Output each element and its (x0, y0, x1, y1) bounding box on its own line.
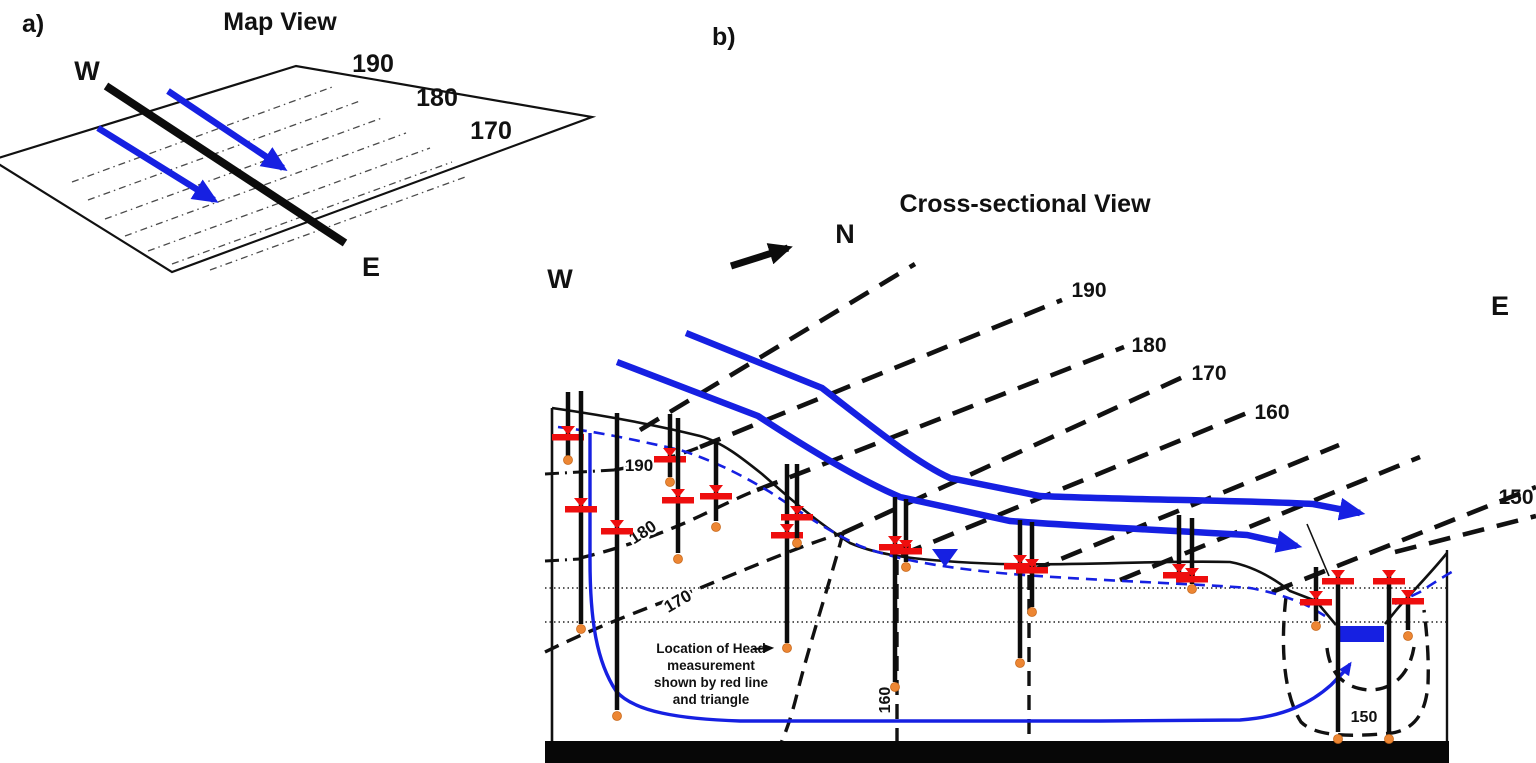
well (601, 413, 633, 721)
well-bottom-dot-icon (1027, 607, 1037, 617)
well (1300, 567, 1332, 631)
flow-line-deep (588, 433, 1352, 723)
head-measurement-annotation: Location of Head measurement shown by re… (654, 641, 775, 707)
water-table-triangle-icon (932, 549, 958, 567)
head-measurement-marker-icon (700, 485, 732, 500)
well (1004, 520, 1036, 668)
map-plane (0, 64, 597, 274)
head-measurement-marker-icon (1373, 570, 1405, 585)
head-measurement-marker-icon (1300, 591, 1332, 606)
head-measurement-marker-icon (552, 426, 584, 441)
head-measurement-marker-icon (1322, 570, 1354, 585)
stream-leader-line (1306, 523, 1330, 577)
well (662, 418, 694, 564)
flow-line-lower (615, 358, 1303, 553)
map-west-label: W (74, 56, 100, 86)
well-bottom-dot-icon (1187, 584, 1197, 594)
cross-section-panel: b) Cross-sectional View N W E 190 180 17… (544, 23, 1536, 763)
well-bottom-dot-icon (901, 562, 911, 572)
head-measurement-marker-icon (601, 520, 633, 535)
head-measurement-marker-icon (1016, 559, 1048, 574)
well (552, 392, 584, 465)
head-measurement-marker-icon (771, 524, 803, 539)
head-measurement-marker-icon (1392, 590, 1424, 605)
well (1392, 590, 1424, 641)
map-view-title: Map View (223, 8, 337, 36)
map-contour-180: 180 (416, 84, 458, 112)
well-bottom-dot-icon (1015, 658, 1025, 668)
well-bottom-dot-icon (673, 554, 683, 564)
well (1373, 570, 1405, 744)
annotation-line-1: Location of Head (656, 641, 766, 656)
head-measurement-marker-icon (565, 498, 597, 513)
well-bottom-dot-icon (1384, 734, 1394, 744)
head-measurement-marker-icon (890, 540, 922, 555)
stream (1338, 626, 1384, 642)
sub-label-190: 190 (625, 456, 653, 475)
well (1176, 518, 1208, 594)
land-surface (551, 406, 1337, 626)
cs-west-label: W (547, 264, 573, 294)
well (890, 499, 922, 572)
water-table-line-right (1394, 567, 1458, 606)
fan-label-180: 180 (1131, 334, 1166, 357)
map-contour-190: 190 (352, 50, 394, 78)
panel-a-label: a) (22, 10, 44, 38)
north-arrow-icon (729, 243, 793, 270)
well-bottom-dot-icon (1333, 734, 1343, 744)
well-bottom-dot-icon (890, 682, 900, 692)
annotation-line-2: measurement (667, 658, 755, 673)
sub-label-160: 160 (877, 687, 894, 714)
well-bottom-dot-icon (576, 624, 586, 634)
fan-label-190: 190 (1071, 279, 1106, 302)
well (771, 464, 803, 653)
head-measurement-marker-icon (879, 536, 911, 551)
head-measurement-marker-icon (781, 506, 813, 521)
section-line-icon (103, 82, 348, 247)
map-view-panel: a) Map View W E 190 180 170 (0, 8, 597, 282)
impermeable-base (545, 741, 1449, 763)
fan-label-160: 160 (1254, 401, 1289, 424)
water-table-line (557, 425, 1326, 618)
flow-line-upper (684, 329, 1366, 521)
well-bottom-dot-icon (563, 455, 573, 465)
head-measurement-marker-icon (662, 489, 694, 504)
cross-section-title: Cross-sectional View (899, 190, 1151, 218)
map-contour-lines-icon (71, 85, 469, 271)
map-flow-arrows-icon (96, 88, 288, 203)
well (654, 414, 686, 487)
head-measurement-marker-icon (1004, 555, 1036, 570)
wells-group (552, 391, 1424, 744)
annotation-arrow-icon (752, 644, 775, 653)
annotation-line-3: shown by red line (654, 675, 769, 690)
well-bottom-dot-icon (612, 711, 622, 721)
well (1322, 570, 1354, 744)
well-bottom-dot-icon (711, 522, 721, 532)
sub-label-150: 150 (1351, 709, 1378, 726)
well-bottom-dot-icon (665, 477, 675, 487)
cs-east-label: E (1491, 291, 1509, 321)
panel-b-label: b) (712, 23, 736, 51)
well (879, 497, 911, 692)
well-bottom-dot-icon (1403, 631, 1413, 641)
well-bottom-dot-icon (1311, 621, 1321, 631)
well (781, 464, 813, 548)
well (700, 442, 732, 532)
well (1016, 522, 1048, 617)
well (565, 391, 597, 634)
well (1163, 515, 1195, 582)
annotation-line-4: and triangle (673, 692, 750, 707)
head-measurement-marker-icon (1176, 568, 1208, 583)
head-measurement-marker-icon (654, 448, 686, 463)
fan-label-170: 170 (1191, 362, 1226, 385)
map-east-label: E (362, 252, 380, 282)
land-surface-right-bank (1383, 552, 1449, 625)
map-contour-170: 170 (470, 117, 512, 145)
fan-label-150: 150 (1498, 486, 1533, 509)
north-label: N (835, 219, 855, 249)
head-measurement-marker-icon (1163, 564, 1195, 579)
well-bottom-dot-icon (792, 538, 802, 548)
well-bottom-dot-icon (782, 643, 792, 653)
